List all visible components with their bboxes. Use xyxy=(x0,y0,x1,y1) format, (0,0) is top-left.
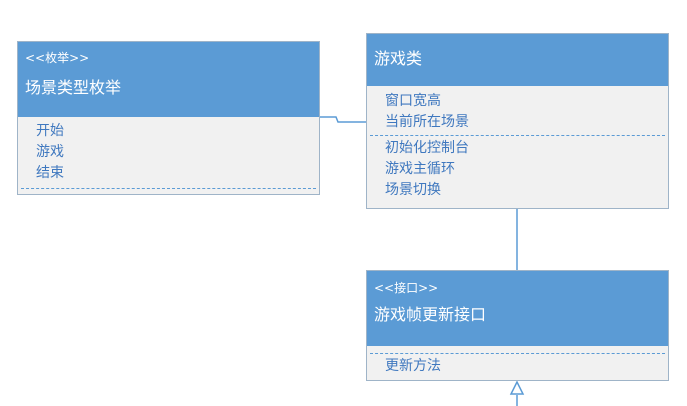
enum-stereotype: <<枚举>> xyxy=(25,51,90,65)
association-enum-game xyxy=(320,116,366,123)
class-methods: 初始化控制台 游戏主循环 场景切换 xyxy=(367,138,668,201)
interface-header: <<接口>> 游戏帧更新接口 xyxy=(367,271,668,346)
class-attribute: 当前所在场景 xyxy=(385,114,469,130)
class-method: 游戏主循环 xyxy=(385,161,455,177)
class-method: 初始化控制台 xyxy=(385,140,469,156)
enum-item: 开始 xyxy=(36,123,64,139)
enum-item: 游戏 xyxy=(36,144,64,160)
class-divider xyxy=(370,135,665,136)
interface-stereotype: <<接口>> xyxy=(374,281,439,295)
realization-arrow-icon xyxy=(509,380,525,395)
interface-name: 游戏帧更新接口 xyxy=(374,305,487,324)
enum-items: 开始 游戏 结束 xyxy=(18,117,319,184)
class-method: 场景切换 xyxy=(385,182,441,198)
class-header: 游戏类 xyxy=(367,34,668,86)
class-attribute: 窗口宽高 xyxy=(385,93,441,109)
interface-method: 更新方法 xyxy=(385,358,441,374)
interface-methods: 更新方法 xyxy=(367,356,668,377)
enum-divider xyxy=(21,188,316,189)
interface-frame-update[interactable]: <<接口>> 游戏帧更新接口 更新方法 xyxy=(366,270,669,381)
class-game[interactable]: 游戏类 窗口宽高 当前所在场景 初始化控制台 游戏主循环 场景切换 xyxy=(366,33,669,209)
enum-name: 场景类型枚举 xyxy=(25,78,122,97)
class-attributes: 窗口宽高 当前所在场景 xyxy=(367,86,668,133)
enum-header: <<枚举>> 场景类型枚举 xyxy=(18,42,319,117)
enum-item: 结束 xyxy=(36,165,64,181)
enum-scene-type[interactable]: <<枚举>> 场景类型枚举 开始 游戏 结束 xyxy=(17,41,320,195)
interface-divider xyxy=(370,353,665,354)
class-name: 游戏类 xyxy=(374,49,423,68)
